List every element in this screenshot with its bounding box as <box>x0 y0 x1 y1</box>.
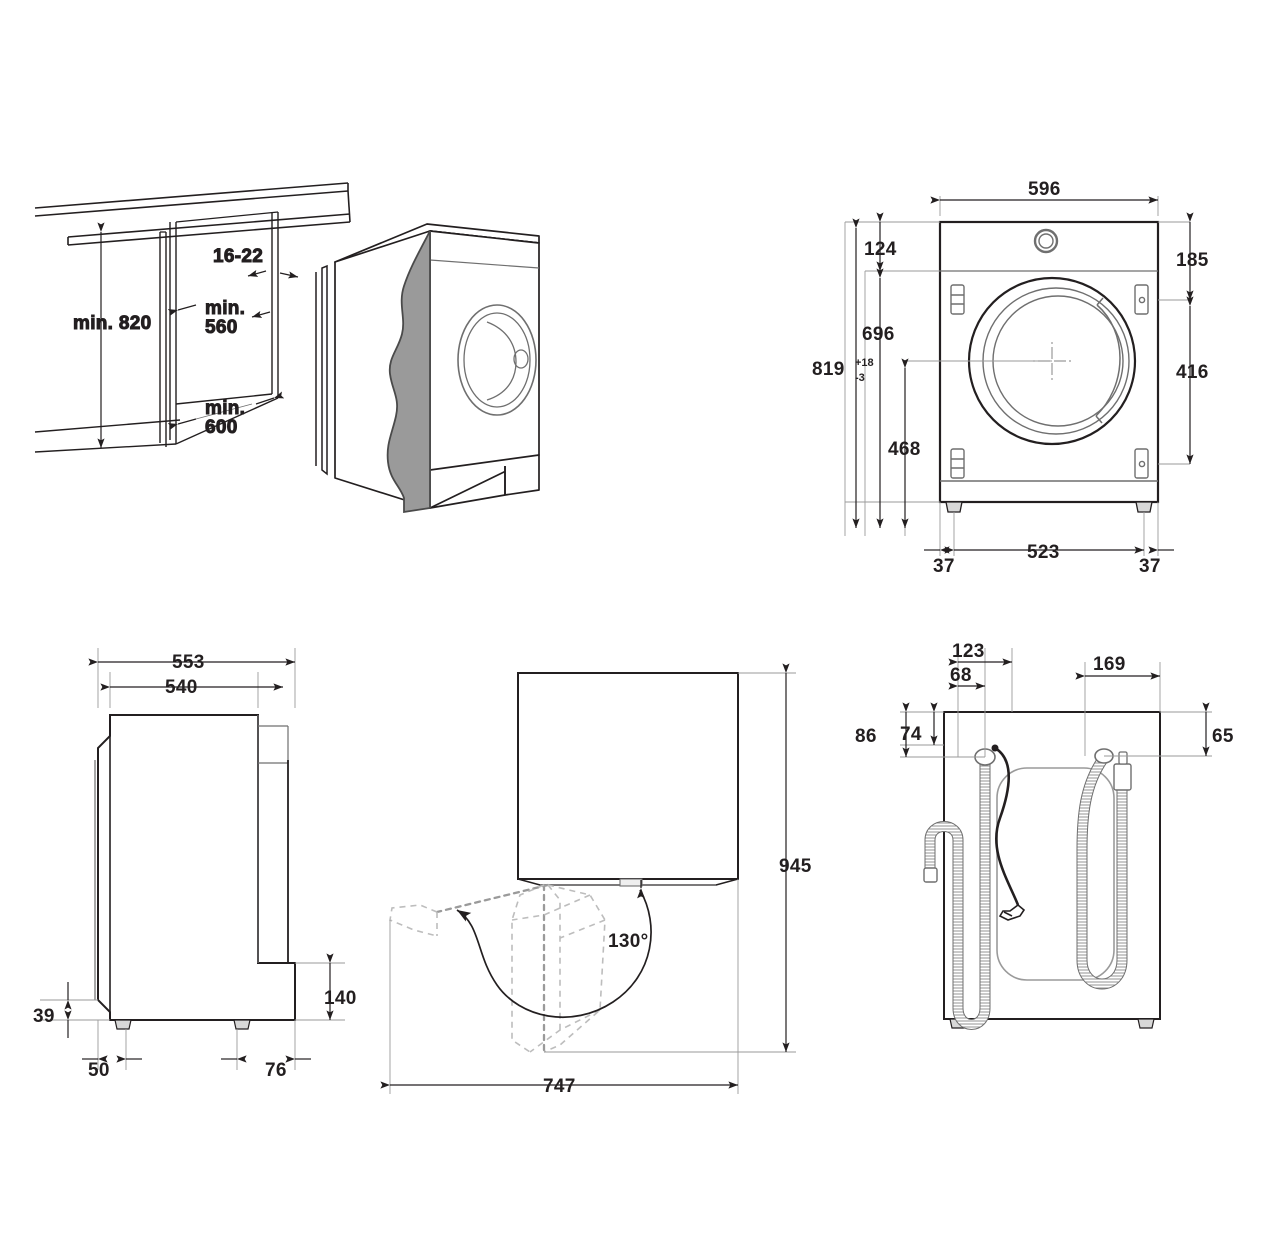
dim-niche-width <box>167 304 271 318</box>
plan-door-open-outline <box>389 884 606 1053</box>
view-niche-perspective: min. 820 min. 560 16-22 min. 600 <box>34 182 540 514</box>
washer-perspective-body <box>334 223 540 509</box>
mounting-brackets <box>950 284 1149 479</box>
dim-label-front-overall-height: 819 <box>812 359 845 380</box>
dim-label-drain-hose-x: 169 <box>1093 654 1126 675</box>
view-plan-door-swing: 130° 945 747 <box>380 663 812 1097</box>
dim-label-front-height-tol-lower: -3 <box>855 372 865 384</box>
side-feet <box>114 1019 251 1030</box>
power-cable <box>991 744 1026 921</box>
furniture-door-panel <box>386 230 431 514</box>
dim-label-side-front-foot-offset: 50 <box>88 1060 110 1081</box>
front-feet <box>945 501 1153 513</box>
dim-niche-depth <box>167 391 285 431</box>
view-side-elevation: 553 540 39 140 50 76 <box>33 648 357 1081</box>
plan-door-handle <box>619 878 643 887</box>
front-cabinet-body <box>938 220 1160 504</box>
dim-label-side-rear-recess-offset: 76 <box>265 1060 287 1081</box>
dim-label-foot-span: 523 <box>1027 542 1060 563</box>
plan-door-open-positions <box>435 883 550 1054</box>
niche-walls <box>34 212 279 453</box>
dim-label-inlet-hose-y-outer: 86 <box>855 726 877 747</box>
dim-label-niche-width-line1: min. <box>205 298 245 319</box>
dim-door-panel-thickness <box>247 269 299 279</box>
plan-extension-lines <box>389 672 796 1094</box>
dim-label-drum-centre-height: 468 <box>888 439 921 460</box>
dim-label-side-plinth-height: 39 <box>33 1006 55 1027</box>
dim-label-bracket-span-left: 696 <box>862 324 895 345</box>
dim-label-inlet-hose-x-inner: 68 <box>950 665 972 686</box>
drain-hose-hook <box>1118 751 1128 765</box>
washer-porthole <box>457 304 537 416</box>
dim-label-niche-width-line2: 560 <box>205 317 238 338</box>
inlet-hose-end-fitting <box>923 867 938 883</box>
plan-door-swing-arc <box>456 889 652 1018</box>
dim-label-drain-hose-y: 65 <box>1212 726 1234 747</box>
dim-label-bracket-span-right: 416 <box>1176 362 1209 383</box>
dim-label-niche-depth-line2: 600 <box>205 417 238 438</box>
dim-label-niche-depth-line1: min. <box>205 398 245 419</box>
view-front-elevation: 596 124 696 819 +18 -3 468 185 <box>812 179 1209 577</box>
dim-label-niche-height: min. 820 <box>73 313 151 334</box>
mains-plug <box>998 903 1026 921</box>
dim-label-side-overall-depth: 553 <box>172 652 205 673</box>
dim-label-top-to-bracket-right: 185 <box>1176 250 1209 271</box>
dim-label-side-rear-recess-height: 140 <box>324 988 357 1009</box>
rear-access-panel <box>996 767 1115 981</box>
plan-cabinet-footprint <box>517 672 739 880</box>
side-extension-lines <box>40 648 345 1070</box>
power-cable-entry <box>991 744 999 752</box>
dim-label-side-body-depth: 540 <box>165 677 198 698</box>
dim-label-plan-door-open-depth: 945 <box>779 856 812 877</box>
dim-label-door-panel-thickness: 16-22 <box>213 246 263 267</box>
view-rear-hoses: 123 68 169 86 74 65 <box>855 641 1234 1030</box>
dim-label-door-opening-angle: 130° <box>608 931 649 952</box>
drain-hose-end-fitting <box>1113 763 1132 791</box>
dim-label-top-to-fascia: 124 <box>864 239 897 260</box>
dim-label-inlet-hose-y-inner: 74 <box>900 724 922 745</box>
dim-label-foot-inset-right: 37 <box>1139 556 1161 577</box>
worktop-slab <box>34 182 351 246</box>
dim-label-front-overall-width: 596 <box>1028 179 1061 200</box>
drain-hose <box>1076 748 1132 990</box>
detergent-dispenser-knob <box>1033 228 1059 254</box>
door-panel-edge <box>315 264 328 476</box>
dim-label-plan-door-open-width: 747 <box>543 1076 576 1097</box>
niche-depth-edges <box>160 211 279 233</box>
dim-label-front-height-tol-upper: +18 <box>855 357 874 369</box>
dim-label-foot-inset-left: 37 <box>933 556 955 577</box>
side-body-outline <box>94 714 296 1021</box>
dim-label-inlet-hose-x-outer: 123 <box>952 641 985 662</box>
